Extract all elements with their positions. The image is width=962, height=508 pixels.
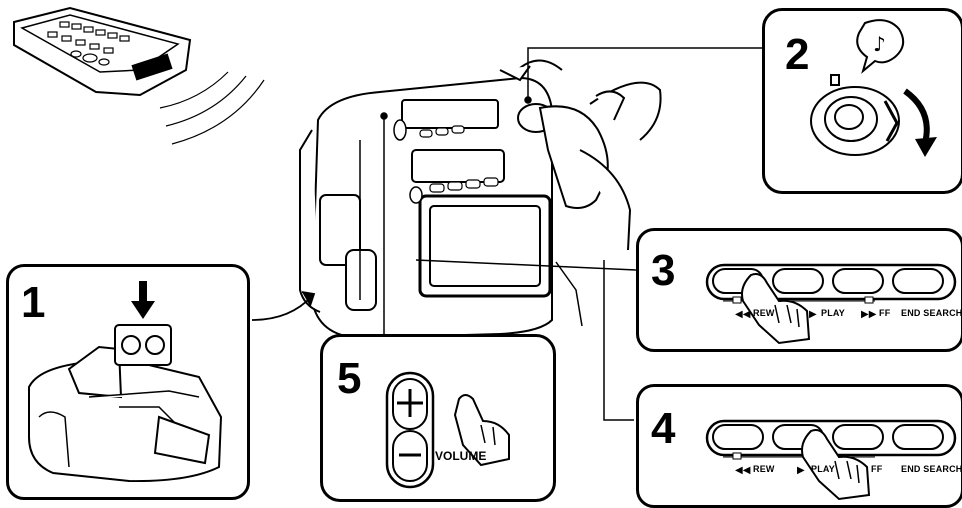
volume-control-illustration [323, 337, 553, 499]
rew-label: REW [753, 308, 775, 318]
panel-step-5: 5 VOLUME [320, 334, 556, 502]
fast-forward-icon: ▶▶ [861, 309, 877, 320]
volume-label: VOLUME [435, 449, 486, 463]
rewind-icon: ◀◀ [735, 465, 751, 476]
ff-label: FF [879, 308, 890, 318]
ir-signal-icon [160, 72, 264, 144]
panel-step-1: 1 [6, 264, 250, 500]
cassette-illustration [9, 267, 247, 497]
power-dial-illustration: ♪ [765, 11, 961, 191]
svg-text:♪: ♪ [873, 32, 886, 56]
panel-step-2: 2 ♪ [762, 8, 962, 194]
camcorder-illustration [300, 60, 562, 338]
rewind-icon: ◀◀ [735, 309, 751, 320]
play-icon: ▶ [797, 465, 805, 476]
remote-control-icon [14, 8, 190, 95]
ff-label: FF [871, 464, 882, 474]
pointer-arrow-icon [252, 292, 314, 320]
rotate-arrow-icon [905, 91, 937, 157]
panel-step-3: 3 ◀◀ ▶ ▶▶ REW PLAY FF END SEARCH [636, 228, 962, 352]
play-icon: ▶ [809, 309, 817, 320]
transport-buttons-4: ◀◀ ▶ [639, 387, 961, 505]
play-label: PLAY [811, 464, 835, 474]
play-label: PLAY [821, 308, 845, 318]
down-arrow-icon [131, 281, 155, 319]
music-note-icon: ♪ [857, 20, 903, 71]
end-search-label: END SEARCH [901, 308, 962, 318]
transport-buttons-3: ◀◀ ▶ ▶▶ [639, 231, 961, 349]
panel-step-4: 4 ◀◀ ▶ REW PLAY FF END SEARCH [636, 384, 962, 508]
rew-label: REW [753, 464, 775, 474]
end-search-label: END SEARCH [901, 464, 962, 474]
